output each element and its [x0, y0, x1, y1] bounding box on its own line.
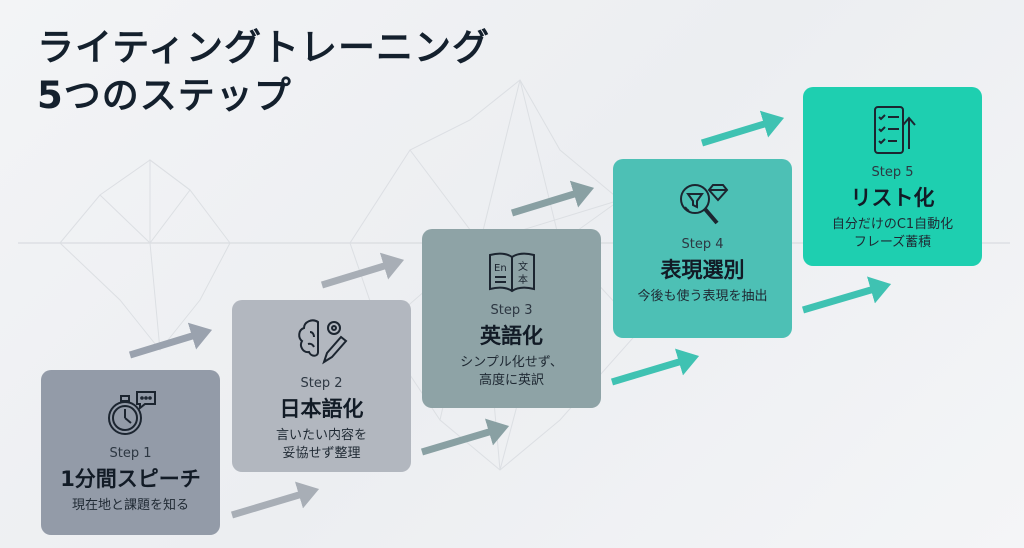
step-description: 自分だけのC1自動化	[831, 217, 954, 232]
svg-text:En: En	[494, 263, 507, 274]
step-label: Step 3	[490, 303, 533, 318]
filter-magnifier-diamond-icon	[679, 184, 728, 225]
step-label: Step 1	[109, 446, 152, 461]
step-label: Step 2	[300, 376, 343, 391]
arrow-4-lower	[802, 276, 892, 314]
step-description: 現在地と課題を知る	[71, 498, 189, 513]
arrow-2-lower	[420, 418, 510, 456]
step-description: 今後も使う表現を抽出	[637, 289, 768, 304]
step-label: Step 4	[681, 237, 724, 252]
arrow-1-lower	[230, 481, 320, 519]
step-description: シンプル化せず、	[460, 355, 563, 370]
arrow-3-upper	[510, 180, 595, 217]
step-description: 妥協せず整理	[282, 446, 361, 461]
arrow-2-upper	[320, 252, 405, 289]
page-title: ライティングトレーニング 5つのステップ	[37, 24, 490, 120]
title-line-1: ライティングトレーニング	[37, 26, 491, 69]
step-description: 言いたい内容を	[275, 428, 367, 443]
step-1-card: Step 1 1分間スピーチ 現在地と課題を知る	[41, 370, 220, 535]
step-label: Step 5	[871, 165, 914, 180]
svg-text:文: 文	[518, 260, 528, 273]
step-name: 表現選別	[660, 258, 745, 282]
step-name: 日本語化	[279, 397, 364, 421]
step-3-card: En 文本 Step 3 英語化 シンプル化せず、 高度に英訳	[422, 229, 601, 408]
arrow-4-upper	[700, 110, 785, 147]
step-name: 英語化	[480, 324, 543, 348]
stopwatch-speech-icon	[107, 391, 156, 435]
svg-text:本: 本	[518, 273, 528, 286]
step-5-card: Step 5 リスト化 自分だけのC1自動化 フレーズ蓄積	[803, 87, 982, 266]
step-description: フレーズ蓄積	[853, 235, 932, 250]
step-name: 1分間スピーチ	[60, 467, 201, 491]
step-2-card: Step 2 日本語化 言いたい内容を 妥協せず整理	[232, 300, 411, 472]
title-line-2: 5つのステップ	[37, 74, 292, 117]
checklist-up-arrow-icon	[873, 106, 916, 154]
arrow-1-upper	[128, 322, 213, 359]
step-4-card: Step 4 表現選別 今後も使う表現を抽出	[613, 159, 792, 338]
bilingual-book-icon: En 文本	[488, 252, 535, 293]
step-name: リスト化	[850, 186, 935, 210]
brain-gear-pencil-icon	[297, 319, 347, 365]
arrow-3-lower	[610, 348, 700, 386]
step-description: 高度に英訳	[478, 373, 544, 388]
